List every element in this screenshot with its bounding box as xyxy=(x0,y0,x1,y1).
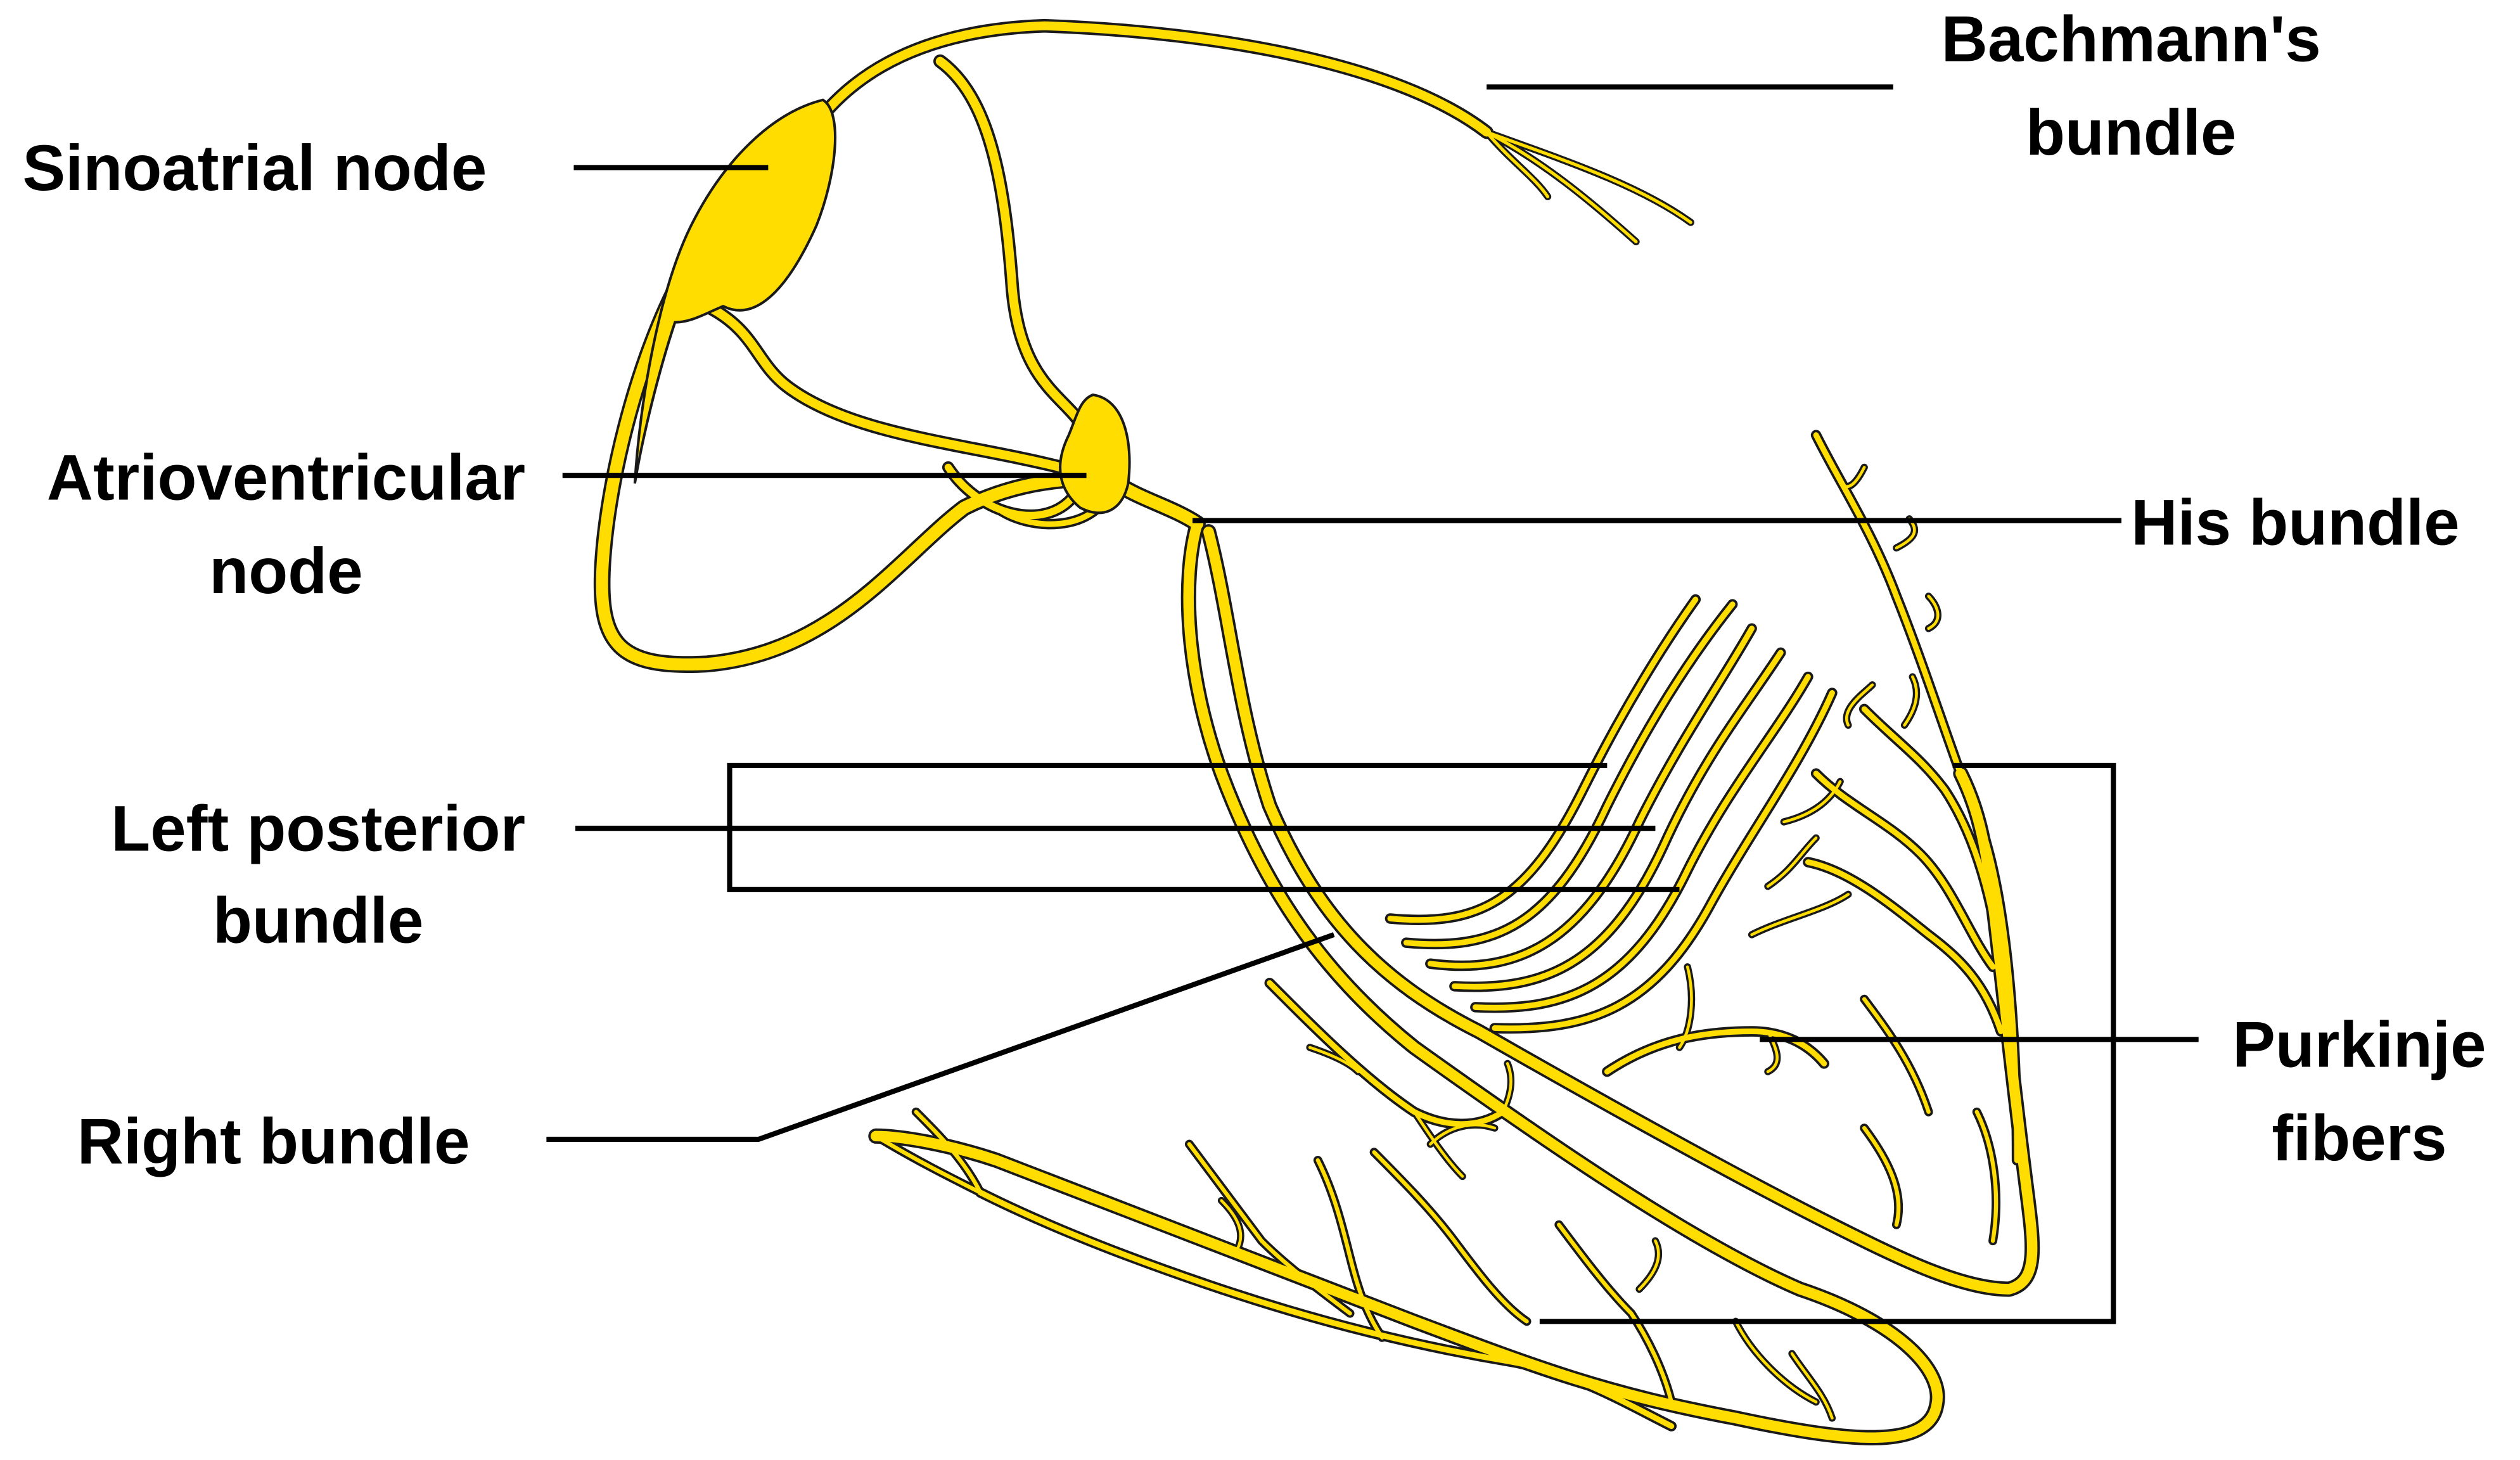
label-atrioventricular-node-line1: Atrioventricular xyxy=(47,441,525,513)
label-bachmanns-bundle-line2: bundle xyxy=(2026,96,2236,169)
leader-left-posterior-bundle xyxy=(575,762,1680,892)
label-purkinje-fibers-line1: Purkinje xyxy=(2232,1008,2486,1080)
leader-right-bundle xyxy=(546,932,1335,1143)
atrioventricular-node-shape xyxy=(1059,393,1131,515)
label-purkinje-fibers-line2: fibers xyxy=(2272,1102,2446,1174)
labels: Sinoatrial node Bachmann's bundle Atriov… xyxy=(23,3,2486,1178)
label-bachmanns-bundle-line1: Bachmann's xyxy=(1941,3,2321,75)
sinoatrial-node-shape xyxy=(633,98,837,484)
fibers-outline-layer xyxy=(593,18,2040,1445)
label-atrioventricular-node-line2: node xyxy=(209,535,362,607)
label-right-bundle: Right bundle xyxy=(77,1105,470,1177)
label-his-bundle: His bundle xyxy=(2131,486,2460,558)
label-left-posterior-bundle-line2: bundle xyxy=(213,885,423,957)
label-left-posterior-bundle-line1: Left posterior xyxy=(111,793,525,865)
label-sinoatrial-node: Sinoatrial node xyxy=(23,132,487,204)
leader-lines xyxy=(546,84,2199,1324)
leader-purkinje-fibers xyxy=(1539,762,2199,1324)
